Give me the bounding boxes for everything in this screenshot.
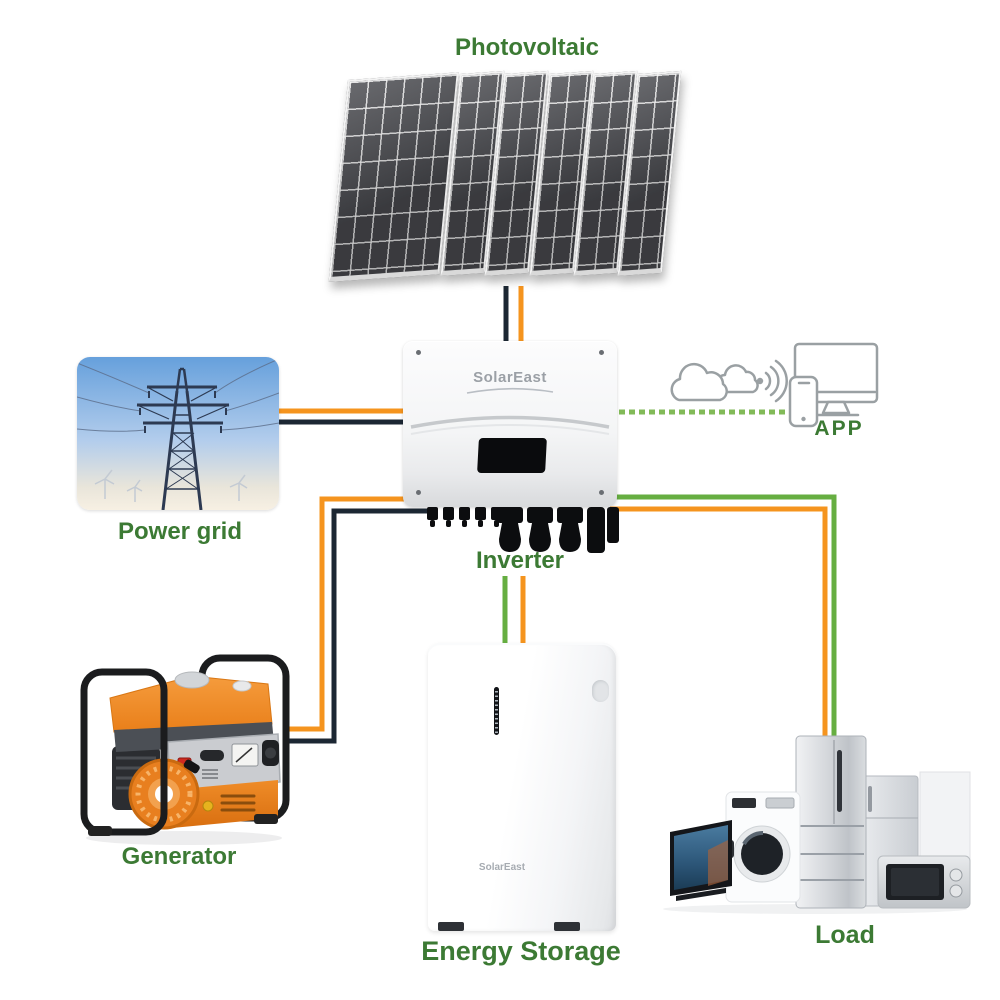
battery-foot: [554, 922, 580, 931]
app-monitoring-icons: [663, 336, 885, 433]
wifi-signal-icon: [756, 359, 788, 403]
inverter-unit: SolarEast: [403, 341, 617, 507]
power-grid-label: Power grid: [117, 518, 243, 545]
inverter-label: Inverter: [475, 547, 565, 574]
wire-load-green: [610, 494, 837, 740]
solar-panel: [328, 72, 459, 283]
photovoltaic-label: Photovoltaic: [454, 34, 600, 61]
load-appliances-image: [650, 728, 980, 919]
battery-foot: [438, 922, 464, 931]
battery-handle: [592, 680, 609, 702]
screw: [416, 350, 421, 355]
inverter-connectors: [427, 507, 619, 553]
inverter-brand-logo: SolarEast: [473, 369, 547, 386]
screw: [599, 490, 604, 495]
cloud-icon: [670, 362, 728, 402]
wire-generator-orange: [286, 496, 410, 732]
battery-brand-logo: SolarEast: [478, 862, 526, 873]
screw: [599, 350, 604, 355]
transmission-tower: [136, 367, 230, 510]
brand-swoosh: [466, 387, 554, 394]
power-lines: [77, 358, 279, 432]
power-grid-photo: [77, 357, 279, 510]
appliance-washing-machine: [725, 791, 801, 903]
generator-image: [72, 646, 294, 853]
generator-label: Generator: [121, 843, 237, 870]
appliance-microwave: [877, 855, 971, 909]
generator-frame-front: [80, 668, 168, 836]
appliance-tv: [670, 820, 732, 901]
app-label: APP: [814, 417, 864, 440]
wire-generator-navy: [286, 508, 428, 744]
inverter-display: [477, 438, 547, 473]
screw: [416, 490, 421, 495]
wire-load-orange: [610, 506, 828, 740]
energy-storage-unit: SolarEast: [428, 643, 616, 931]
inverter-accent-curve: [410, 415, 610, 435]
smartphone-icon: [788, 375, 819, 428]
energy-storage-label: Energy Storage: [421, 936, 621, 966]
battery-led-indicator: [494, 687, 499, 735]
appliance-fridge: [795, 735, 867, 909]
load-label: Load: [815, 921, 875, 949]
wind-turbines: [94, 469, 248, 502]
